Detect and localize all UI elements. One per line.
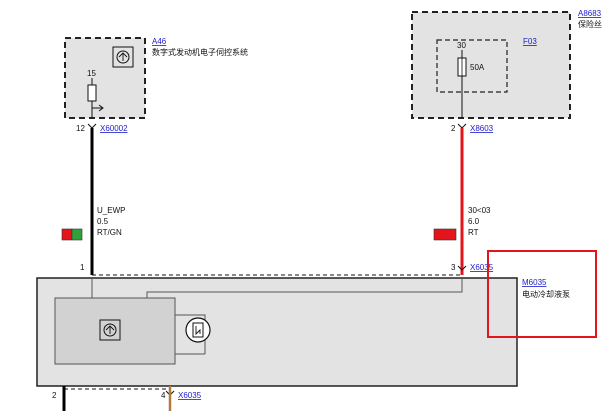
highlight-box (487, 250, 597, 338)
wire-30-03-labels: 30<03 6.0 RT (433, 206, 491, 241)
x8603-symbol-icon (457, 123, 467, 129)
connector-x8603[interactable]: 2 X8603 (451, 123, 494, 133)
x8603-link[interactable]: X8603 (470, 124, 494, 133)
pump-motor-icon (185, 317, 211, 343)
fuse-rating: 50A (470, 63, 485, 72)
component-a8683-desc: 保险丝 (578, 19, 602, 29)
wire-left-swatch-red (61, 228, 73, 241)
component-a8683-link[interactable]: A8683 (578, 9, 602, 18)
x6035-top-link[interactable]: X6035 (470, 263, 494, 272)
x60002-link[interactable]: X60002 (100, 124, 128, 133)
fuse-box-frame (411, 11, 571, 119)
component-m6035-desc: 电动冷却液泵 (522, 289, 570, 299)
wire-left-swatch-green (71, 228, 83, 241)
module-a46-frame (64, 37, 146, 119)
wire-right-color-code: RT (468, 228, 479, 237)
m6035-bottom-pin-4: 4 (161, 391, 166, 400)
module-m6035: 1 3 X6035 M6035 电动冷却液泵 (36, 263, 570, 387)
connector-x60002[interactable]: 12 X60002 (76, 123, 128, 133)
pump-motor-wire-top (175, 314, 206, 320)
wire-u-ewp-labels: U_EWP 0.5 RT/GN (61, 206, 125, 241)
wire-left-size: 0.5 (97, 217, 109, 226)
m6035-bottom-pin-2: 2 (52, 391, 57, 400)
component-m6035-link[interactable]: M6035 (522, 278, 547, 287)
fuse-f03-link[interactable]: F03 (523, 37, 537, 46)
x60002-symbol-icon (87, 123, 97, 129)
m6035-in3-symbol-icon (457, 265, 467, 271)
component-a46-desc: 数字式发动机电子伺控系统 (152, 47, 248, 57)
x60002-pin: 12 (76, 124, 85, 133)
component-a46-link[interactable]: A46 (152, 37, 167, 46)
wire-left-signal: U_EWP (97, 206, 125, 215)
a46-arrow-icon (92, 104, 104, 112)
fuse-f03-frame (436, 39, 508, 93)
wire-right-signal: 30<03 (468, 206, 491, 215)
a46-pin-label: 15 (87, 69, 96, 78)
fuse-box-a8683: 30 50A F03 A8683 保险丝 (411, 9, 602, 119)
x6035-bottom-link[interactable]: X6035 (178, 391, 202, 400)
m6035-control-block (54, 297, 176, 365)
a46-resistor-icon (87, 84, 97, 102)
wire-right-swatch-red (433, 228, 457, 241)
fuse-pin-label: 30 (457, 41, 466, 50)
wire-right-size: 6.0 (468, 217, 480, 226)
m6035-pin-1: 1 (80, 263, 85, 272)
wire-left-color-code: RT/GN (97, 228, 122, 237)
m6035-pin-3: 3 (451, 263, 456, 272)
control-unit-icon (99, 319, 121, 341)
motor-symbol-icon (112, 46, 134, 68)
module-a46: 15 A46 数字式发动机电子伺控系统 (64, 37, 248, 119)
x8603-pin: 2 (451, 124, 456, 133)
